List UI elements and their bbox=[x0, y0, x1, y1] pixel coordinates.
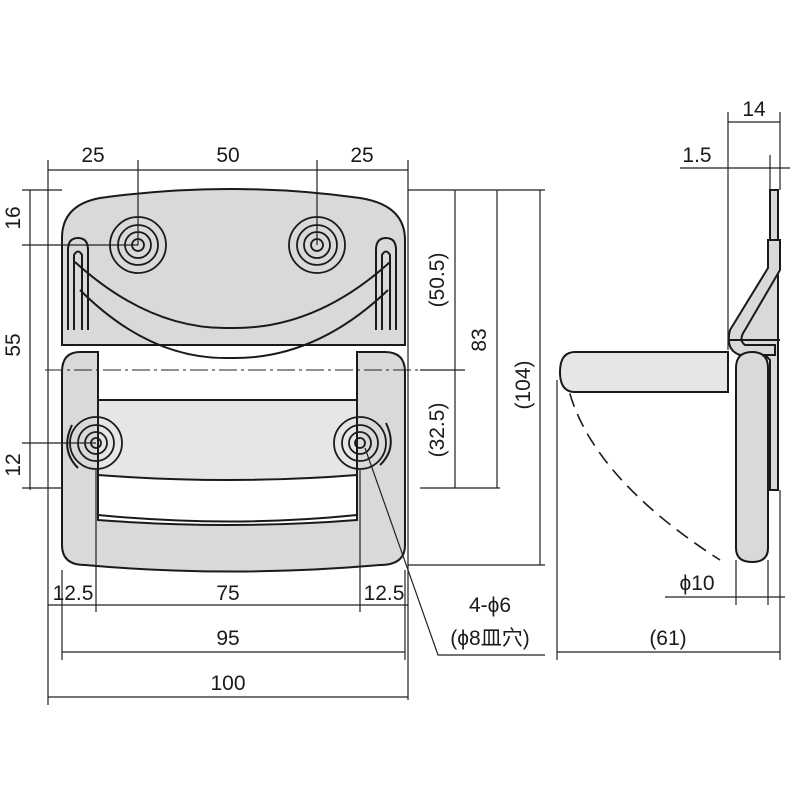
grip-lower-edge bbox=[97, 514, 358, 523]
dim-side-thickness: 1.5 bbox=[682, 144, 711, 167]
dim-top-mid: 50 bbox=[216, 144, 239, 167]
swing-arc bbox=[564, 371, 721, 561]
hinge-slot-left-inner bbox=[73, 250, 83, 330]
dim-right-lower: (32.5) bbox=[426, 403, 449, 458]
side-plate-bend bbox=[727, 239, 781, 356]
dim-bottom-width-inner: 95 bbox=[216, 627, 239, 650]
side-view bbox=[558, 189, 781, 564]
dim-bottom-left: 12.5 bbox=[53, 582, 94, 605]
hinge-slot-right bbox=[375, 236, 397, 330]
hole-callout-leader bbox=[364, 447, 545, 656]
side-view-dimensions: 14 1.5 ϕ10 (61) bbox=[556, 98, 790, 660]
dim-right-mid: 83 bbox=[468, 328, 491, 351]
hole-lower-left bbox=[66, 416, 123, 470]
dim-left-top: 16 bbox=[2, 206, 25, 229]
front-view bbox=[45, 188, 450, 573]
dim-right-total: (104) bbox=[512, 360, 535, 409]
dim-bottom-mid: 75 bbox=[216, 582, 239, 605]
hinge-slot-right-inner bbox=[381, 250, 391, 330]
dim-top-right: 25 bbox=[350, 144, 373, 167]
front-view-dimensions: 25 50 25 16 55 12 (50.5) (32.5) 83 (104)… bbox=[2, 144, 545, 705]
dim-bottom-right: 12.5 bbox=[364, 582, 405, 605]
hole-lower-right bbox=[333, 416, 392, 470]
dim-left-mid: 55 bbox=[2, 333, 25, 356]
dim-side-top-width: 14 bbox=[742, 98, 766, 121]
back-plate bbox=[61, 188, 406, 346]
plate-recess-upper bbox=[74, 261, 391, 330]
dim-top-left: 25 bbox=[81, 144, 104, 167]
plate-recess-lower bbox=[79, 289, 389, 360]
side-handle-rod bbox=[735, 350, 769, 564]
dim-side-depth: (61) bbox=[649, 627, 686, 650]
dim-left-bottom: 12 bbox=[2, 453, 25, 476]
hole-spec-line2: (ϕ8皿穴) bbox=[450, 627, 529, 650]
dim-right-upper: (50.5) bbox=[426, 253, 449, 308]
dim-side-rod-diameter: ϕ10 bbox=[679, 572, 714, 595]
swung-handle bbox=[558, 351, 729, 393]
dim-bottom-width-total: 100 bbox=[210, 672, 245, 695]
hole-spec-line1: 4-ϕ6 bbox=[469, 594, 511, 617]
handle-grip bbox=[97, 399, 358, 481]
